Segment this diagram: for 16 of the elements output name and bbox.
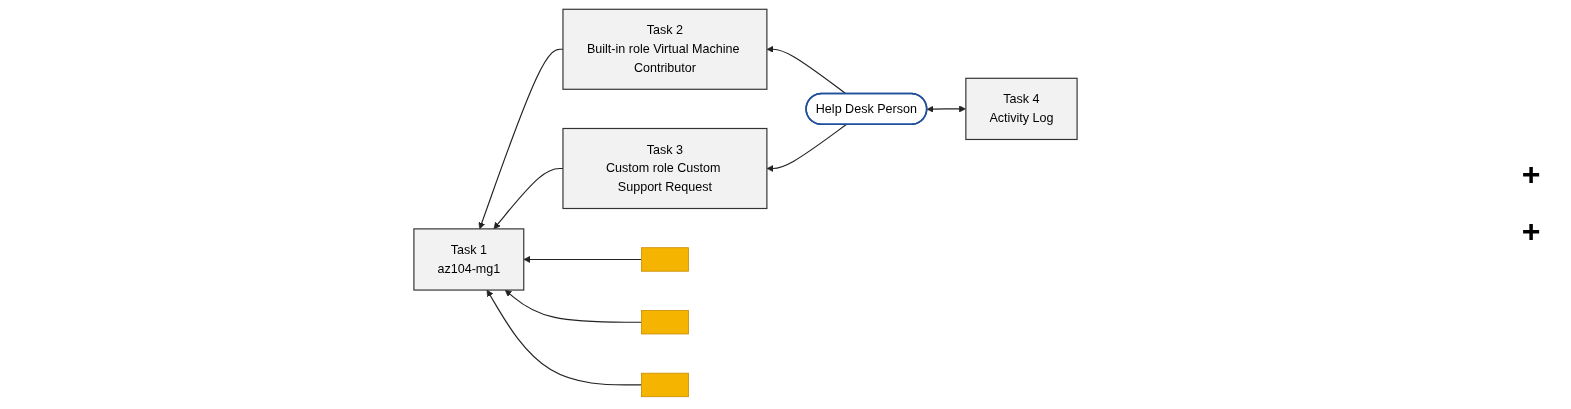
node-box [641,246,689,272]
plus-sign: + [1521,212,1541,250]
node-box [413,227,525,291]
node-box [965,77,1078,140]
node-box [641,309,689,334]
arrow [926,104,966,113]
diagram: Task 1 az104-mg1 Task 2 Built-in role Virtual Machine Contributor Task 3 Custom role Custom Support Request Help Desk Person Task 4 Activity Log [0,2,1491,403]
arrow [523,255,642,263]
arrow [766,123,847,172]
node-box [562,127,768,209]
arrow [766,45,847,95]
node-box [641,372,689,397]
node-box [562,8,768,90]
arrow [486,289,642,386]
plus-sign: + [1521,155,1541,193]
arrow [504,289,642,323]
